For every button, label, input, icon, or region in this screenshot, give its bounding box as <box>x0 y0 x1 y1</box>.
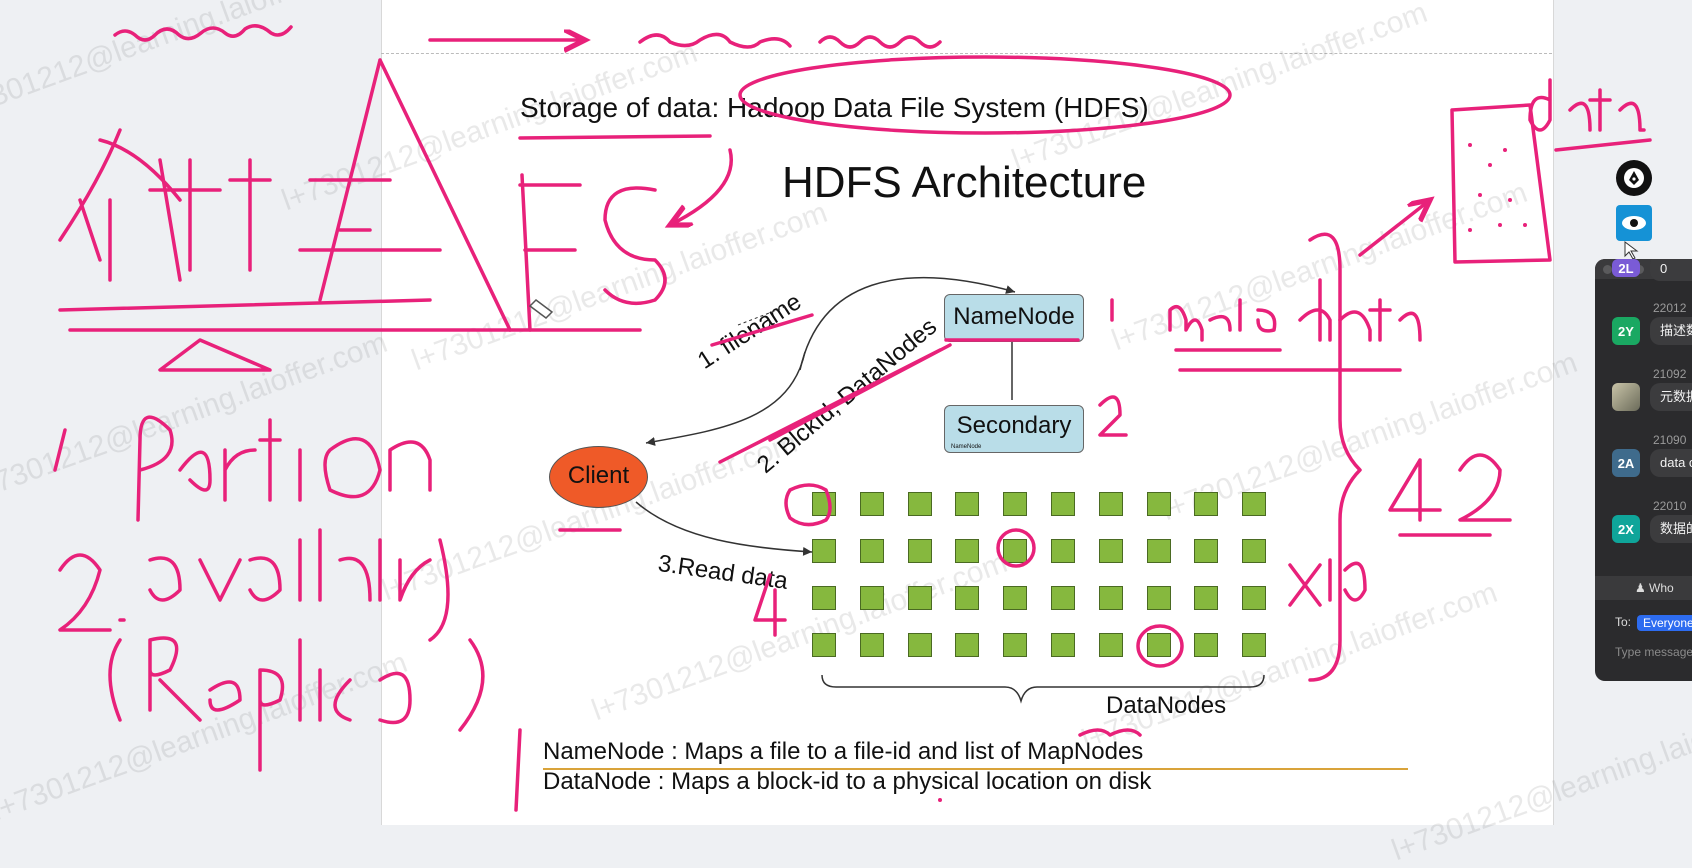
datanode-square <box>1003 539 1028 563</box>
secondary-label: Secondary <box>956 412 1072 439</box>
eye-icon[interactable] <box>1616 205 1652 241</box>
datanode-square <box>955 539 980 563</box>
datanode-square <box>1242 492 1267 516</box>
chat-avatar: 2Y <box>1612 317 1640 345</box>
chat-panel: 2L 0 22012 2Y 描述数 21092 元数据 21090 2A dat… <box>1595 259 1692 681</box>
chat-timestamp: 21090 <box>1653 433 1687 447</box>
cursor-icon[interactable] <box>1618 240 1650 260</box>
datanode-square <box>1146 633 1171 657</box>
datanode-square <box>1242 539 1267 563</box>
watermark: l+7301212@learning.laioffer.com <box>0 645 412 828</box>
legend-underline <box>543 768 1408 770</box>
who-label: Who <box>1649 581 1674 595</box>
datanode-square <box>1003 492 1028 516</box>
datanode-square <box>859 633 884 657</box>
datanode-square <box>1098 539 1123 563</box>
datanode-square <box>812 492 836 516</box>
datanode-square <box>1194 633 1219 657</box>
datanode-square <box>907 633 932 657</box>
secondary-sub-label: NameNode <box>951 444 982 450</box>
datanode-square <box>1098 586 1123 610</box>
pen-icon[interactable] <box>1616 160 1652 196</box>
architecture-title: HDFS Architecture <box>782 158 1147 207</box>
datanode-square <box>812 633 836 657</box>
datanode-square <box>1194 492 1219 516</box>
datanode-square <box>1194 586 1219 610</box>
datanode-square <box>1242 633 1267 657</box>
datanode-square <box>1050 633 1075 657</box>
chat-avatar: 2L <box>1612 259 1640 277</box>
datanode-square <box>859 492 884 516</box>
datanode-square <box>1098 633 1123 657</box>
datanode-square <box>1003 586 1028 610</box>
chat-avatar <box>1612 383 1640 411</box>
datanode-square <box>1194 539 1219 563</box>
legend-namenode: NameNode : Maps a file to a file-id and … <box>543 738 1144 765</box>
datanode-square <box>907 586 932 610</box>
datanode-square <box>1003 633 1028 657</box>
datanode-square <box>1146 539 1171 563</box>
datanode-square <box>1146 586 1171 610</box>
recipient-select[interactable]: Everyone <box>1637 615 1692 631</box>
chat-input[interactable]: Type message <box>1615 645 1692 659</box>
datanode-square <box>859 586 884 610</box>
datanode-square <box>1050 586 1075 610</box>
client-node: Client <box>549 446 648 508</box>
chat-timestamp: 22012 <box>1653 301 1687 315</box>
datanode-square <box>1242 586 1267 610</box>
chat-message: 0 <box>1650 259 1692 281</box>
datanode-square <box>907 492 932 516</box>
legend-datanode: DataNode : Maps a block-id to a physical… <box>543 768 1152 795</box>
watermark: l+7301212@learning.laioffer.com <box>0 0 372 128</box>
datanode-square <box>955 633 980 657</box>
chat-message: 描述数 <box>1650 317 1692 345</box>
chat-message: 数据的 <box>1650 515 1692 543</box>
storage-title: Storage of data: Hadoop Data File System… <box>520 92 1149 123</box>
datanode-square <box>1050 492 1075 516</box>
watermark: l+7301212@learning.laioffer.com <box>0 325 392 508</box>
datanode-square <box>1146 492 1171 516</box>
datanode-square <box>859 539 884 563</box>
chat-avatar: 2A <box>1612 449 1640 477</box>
datanode-square <box>907 539 932 563</box>
datanodes-label: DataNodes <box>1106 692 1227 719</box>
to-label: To: <box>1615 615 1632 629</box>
person-icon: ♟ <box>1635 581 1646 595</box>
namenode-box: NameNode <box>944 294 1084 342</box>
chat-avatar: 2X <box>1612 515 1640 543</box>
chat-timestamp: 21092 <box>1653 367 1687 381</box>
who-can-see-row[interactable]: ♟ Who <box>1595 576 1692 600</box>
datanode-square <box>955 492 980 516</box>
datanode-square <box>1098 492 1123 516</box>
secondary-namenode-box: Secondary NameNode <box>944 405 1084 453</box>
chat-message: data c <box>1650 449 1692 477</box>
slide-top-divider <box>381 53 1552 54</box>
chat-timestamp: 22010 <box>1653 499 1687 513</box>
datanode-square <box>955 586 980 610</box>
chat-message: 元数据 <box>1650 383 1692 411</box>
datanode-grid <box>812 492 1267 657</box>
datanode-square <box>812 539 836 563</box>
datanode-square <box>1050 539 1075 563</box>
datanode-square <box>812 586 836 610</box>
